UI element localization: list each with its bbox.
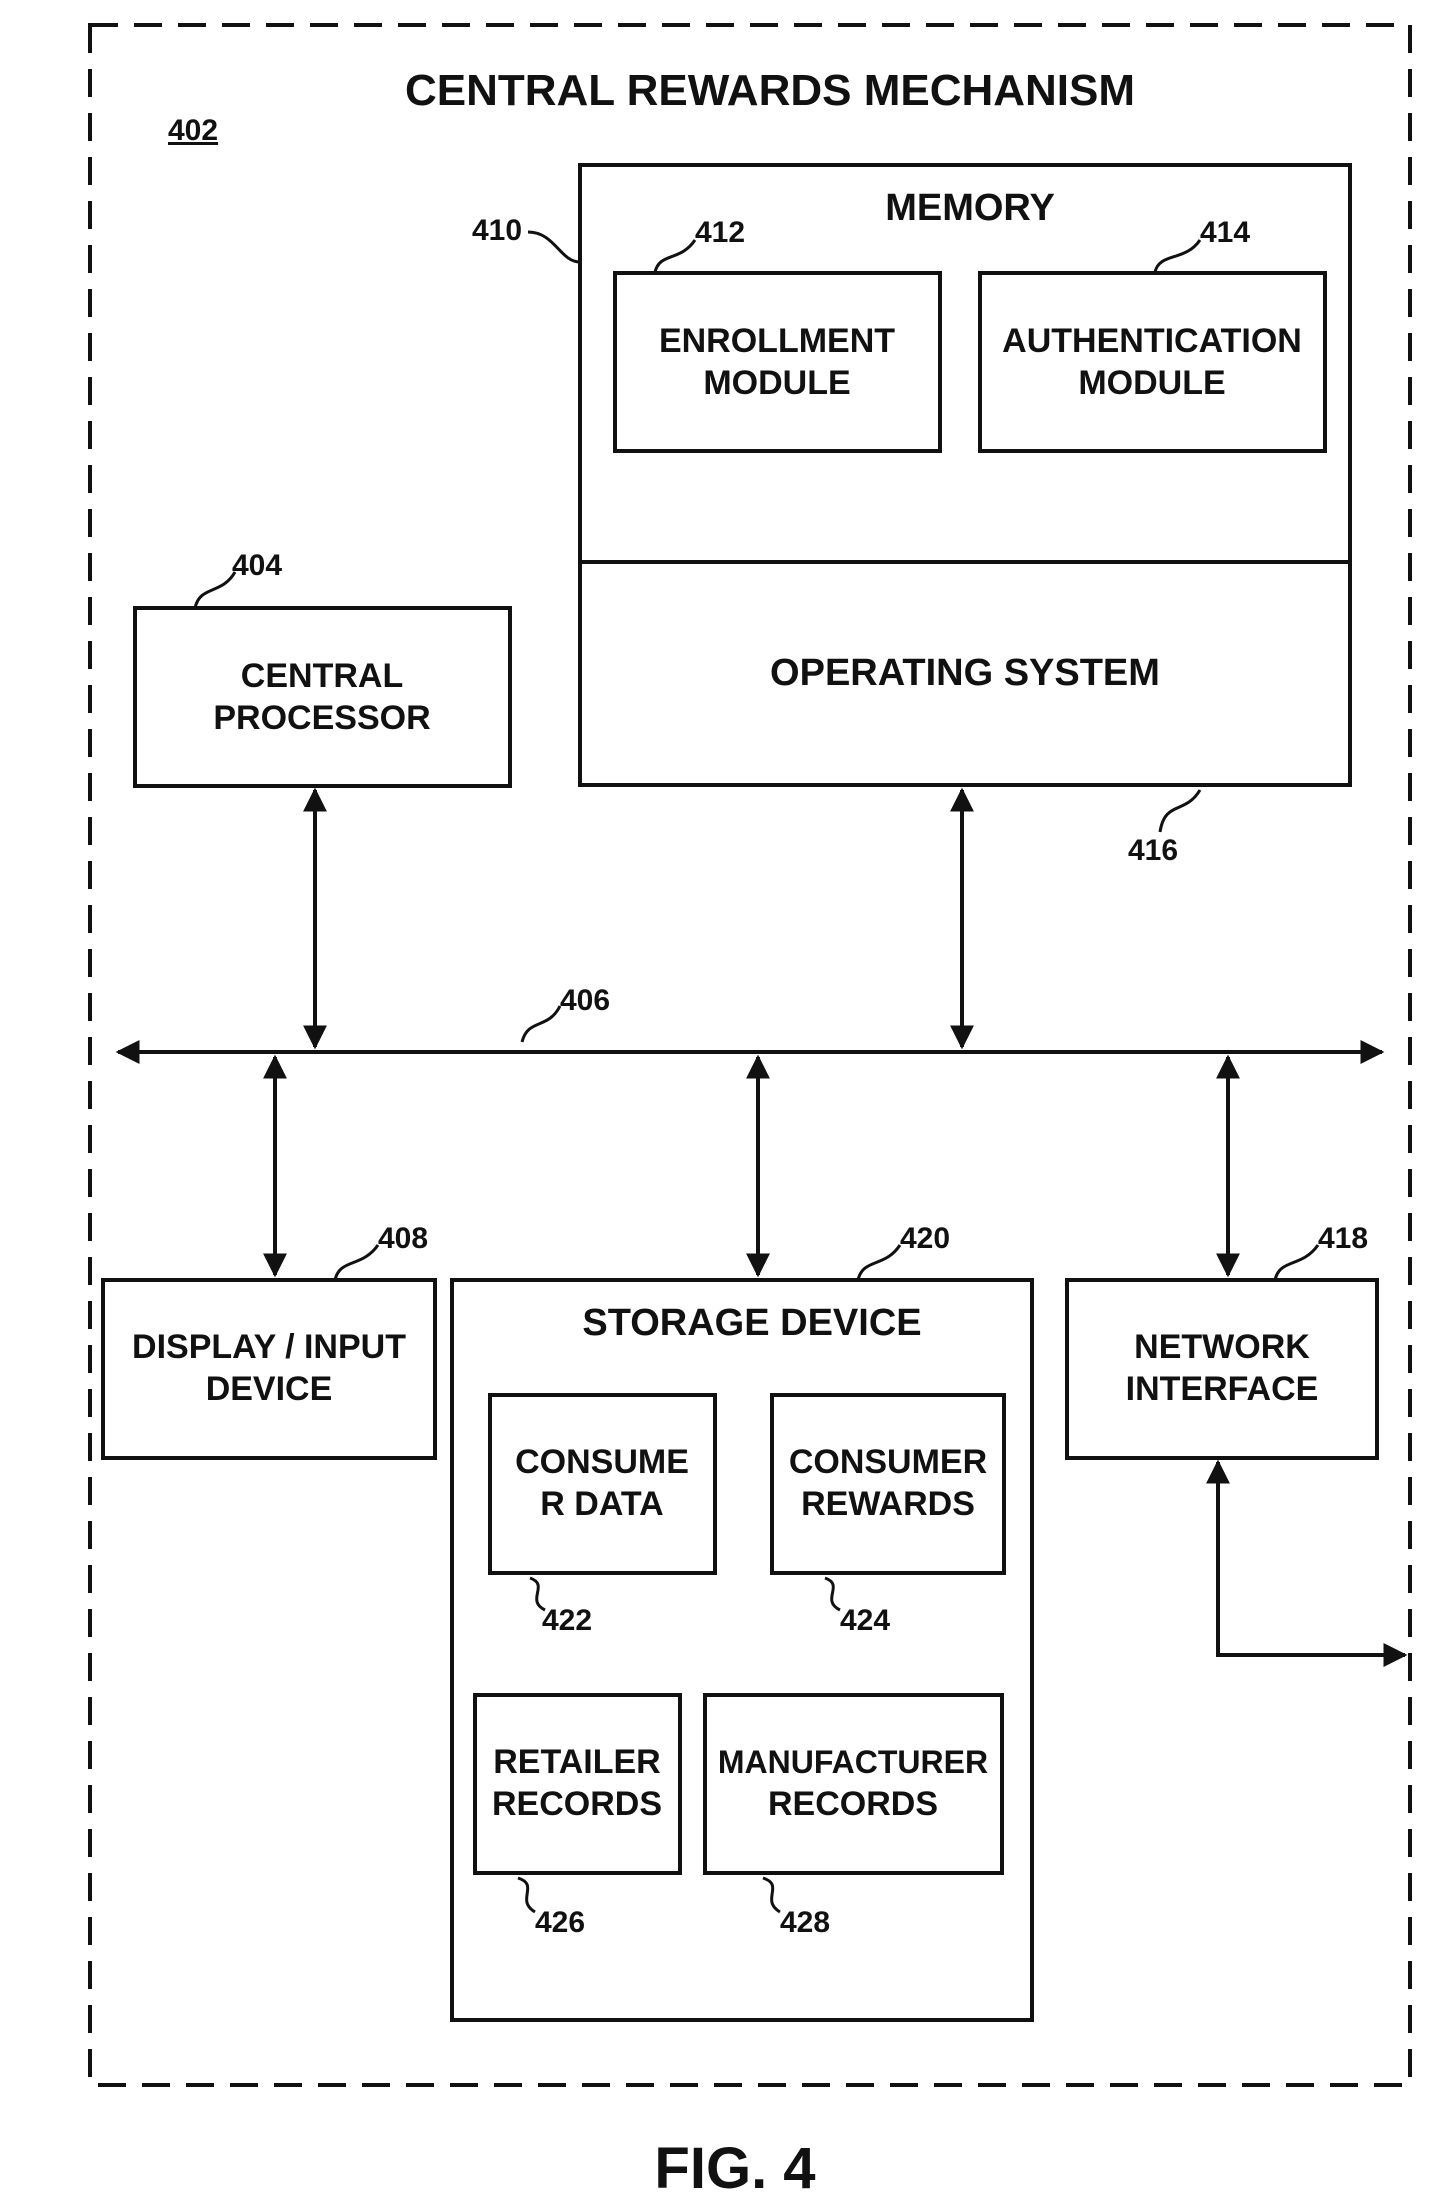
central-processor-leader — [195, 572, 235, 608]
system-bus-leader — [522, 1006, 560, 1042]
network-interface-ref: 418 — [1318, 1222, 1368, 1255]
display-input-device-label-2: DEVICE — [206, 1370, 333, 1408]
figure-label: FIG. 4 — [654, 2136, 815, 2201]
display-input-device-box — [103, 1280, 435, 1458]
consumer-data-label-2: R DATA — [540, 1485, 663, 1523]
memory-leader — [528, 232, 580, 262]
consumer-rewards-leader — [825, 1578, 840, 1610]
memory-title: MEMORY — [885, 187, 1055, 229]
display-input-device-ref: 408 — [378, 1222, 428, 1255]
authentication-module-label-2: MODULE — [1078, 364, 1225, 402]
storage-device-title: STORAGE DEVICE — [582, 1302, 921, 1344]
central-processor-label-1: CENTRAL — [241, 657, 403, 695]
mechanism-ref: 402 — [168, 114, 218, 147]
system-bus-ref: 406 — [560, 984, 610, 1017]
consumer-data-ref: 422 — [542, 1604, 592, 1637]
consumer-data-box — [490, 1395, 715, 1573]
retailer-records-leader — [518, 1878, 535, 1912]
manufacturer-records-label-2: RECORDS — [768, 1785, 938, 1823]
manufacturer-records-label-1: MANUFACTURER — [718, 1744, 988, 1780]
mechanism-title: CENTRAL REWARDS MECHANISM — [405, 66, 1135, 115]
consumer-rewards-box — [772, 1395, 1004, 1573]
network-interface-leader — [1275, 1245, 1318, 1280]
retailer-records-label-1: RETAILER — [493, 1743, 660, 1781]
consumer-rewards-label-2: REWARDS — [801, 1485, 975, 1523]
manufacturer-records-ref: 428 — [780, 1906, 830, 1939]
storage-device-ref: 420 — [900, 1222, 950, 1255]
operating-system-leader — [1160, 790, 1200, 832]
consumer-rewards-label-1: CONSUMER — [789, 1443, 987, 1481]
retailer-records-ref: 426 — [535, 1906, 585, 1939]
network-interface-label-1: NETWORK — [1134, 1328, 1310, 1366]
manufacturer-records-leader — [763, 1878, 780, 1912]
authentication-module-label-1: AUTHENTICATION — [1002, 322, 1302, 360]
enrollment-module-ref: 412 — [695, 216, 745, 249]
network-interface-box — [1067, 1280, 1377, 1458]
central-processor-box — [135, 608, 510, 786]
authentication-module-box — [980, 273, 1325, 451]
memory-ref: 410 — [472, 214, 522, 247]
display-input-device-label-1: DISPLAY / INPUT — [132, 1328, 406, 1366]
enrollment-module-box — [615, 273, 940, 451]
enrollment-module-label-1: ENROLLMENT — [659, 322, 895, 360]
consumer-rewards-ref: 424 — [840, 1604, 890, 1637]
consumer-data-label-1: CONSUME — [515, 1443, 689, 1481]
display-input-device-leader — [335, 1245, 378, 1280]
retailer-records-box — [475, 1695, 680, 1873]
storage-device-leader — [858, 1245, 900, 1280]
enrollment-module-label-2: MODULE — [703, 364, 850, 402]
authentication-module-ref: 414 — [1200, 216, 1250, 249]
central-processor-ref: 404 — [232, 549, 282, 582]
operating-system-ref: 416 — [1128, 834, 1178, 867]
manufacturer-records-box — [705, 1695, 1002, 1873]
external-network-connector — [1218, 1462, 1405, 1655]
network-interface-label-2: INTERFACE — [1126, 1370, 1319, 1408]
authentication-leader — [1155, 240, 1200, 272]
central-processor-label-2: PROCESSOR — [213, 699, 430, 737]
retailer-records-label-2: RECORDS — [492, 1785, 662, 1823]
enrollment-leader — [655, 240, 695, 272]
operating-system-label: OPERATING SYSTEM — [770, 652, 1160, 694]
